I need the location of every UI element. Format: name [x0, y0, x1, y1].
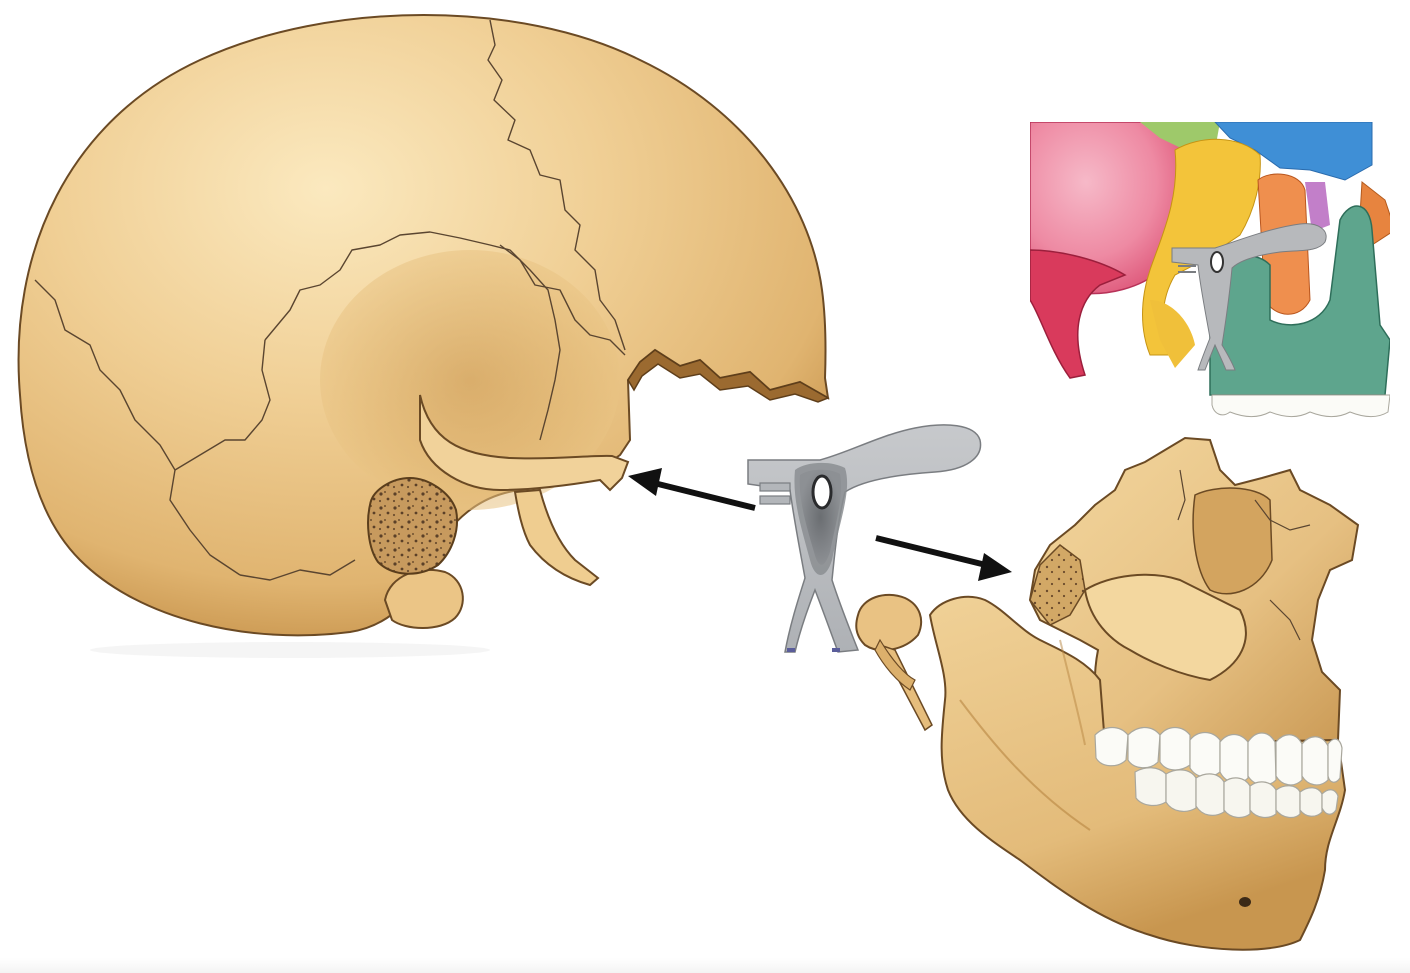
arrow-right-icon	[876, 538, 1012, 581]
arrow-left-icon	[628, 468, 755, 508]
skull-calvaria	[19, 15, 828, 635]
bottom-edge-fade	[0, 958, 1410, 973]
styloid-process	[515, 490, 598, 585]
mandibular-condyle	[856, 595, 921, 650]
facial-skeleton	[856, 438, 1358, 950]
orbit	[1193, 488, 1272, 594]
spongy-bone-temporal	[368, 478, 457, 574]
inset-skull-colored	[1030, 122, 1395, 417]
mental-foramen	[1239, 897, 1251, 907]
